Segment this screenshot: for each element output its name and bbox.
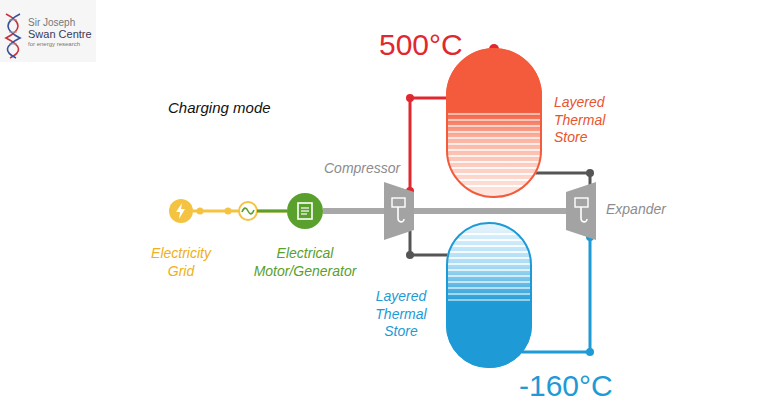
logo-subtext: for energy research [28, 41, 80, 47]
pipe-joint [406, 251, 414, 259]
pipe-connector [323, 211, 384, 212]
pipe-line [410, 231, 448, 255]
wire-dot [197, 208, 204, 215]
temperature-label: -160°C [519, 369, 613, 403]
logo-text: Swan Centre [28, 28, 92, 40]
ac-symbol [239, 202, 257, 220]
logo-helix [6, 14, 20, 58]
mode-label: Charging mode [168, 99, 271, 116]
pipe-joint [586, 348, 594, 356]
compressor-node: Compressor [384, 182, 414, 240]
pipe-connector [406, 94, 447, 195]
pipe-connector [406, 231, 448, 259]
node-shape [566, 182, 596, 240]
pipe-line [535, 173, 590, 185]
node-shape [287, 193, 323, 229]
node-label: Layered Thermal Store [368, 288, 434, 341]
pipe-joint [406, 94, 414, 102]
pipe-line [323, 208, 384, 214]
pipe-line [410, 98, 447, 191]
node-shape [384, 182, 414, 240]
pipe-line [414, 208, 566, 214]
grid-node: Electricity Grid [169, 199, 193, 223]
logo-text: Sir Joseph [28, 17, 75, 28]
node-label: Layered Thermal Store [554, 94, 618, 147]
node-label: Compressor [324, 160, 400, 178]
wire [257, 210, 287, 213]
wire-dot [225, 208, 232, 215]
hot-thermal-store: Layered Thermal Store [446, 48, 542, 198]
ac-wave [242, 208, 254, 214]
node-shape [169, 199, 193, 223]
temperature-label: 500°C [379, 28, 463, 62]
cold-thermal-store: Layered Thermal Store [446, 222, 532, 368]
pipe-connector [522, 233, 595, 356]
node-label: Expander [606, 201, 666, 219]
logo-ground [0, 0, 96, 62]
node-label: Electrical Motor/Generator [250, 245, 360, 280]
node-shape [446, 48, 542, 198]
node-label: Electricity Grid [146, 245, 216, 280]
pipe-joint [586, 169, 594, 177]
expander-node: Expander [566, 182, 596, 240]
pipe-connector [414, 211, 566, 212]
motor-generator-node: Electrical Motor/Generator [287, 193, 323, 229]
node-shape [446, 222, 532, 368]
pipe-connector [535, 169, 594, 185]
